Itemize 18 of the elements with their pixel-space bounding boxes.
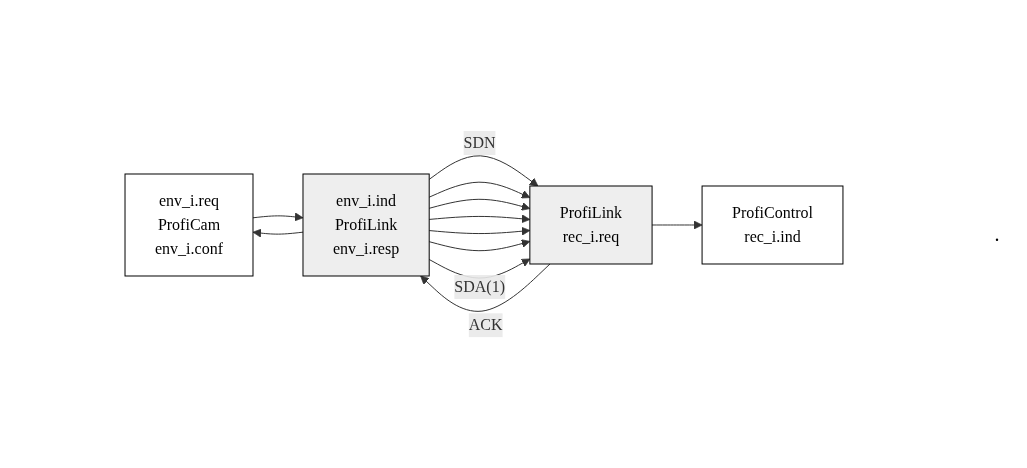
node-box: env_i.req ProfiCam env_i.conf	[124, 173, 253, 277]
note-text: .	[993, 222, 1001, 246]
arrow	[428, 239, 530, 252]
arrow	[419, 263, 550, 312]
edge-label: SDN	[463, 133, 496, 151]
node-box: ProfiLink rec_i.req	[528, 185, 653, 265]
edge-label: ACK	[468, 316, 502, 334]
node-box: env_i.ind ProfiLink env_i.resp	[302, 173, 430, 277]
arrow	[428, 198, 530, 211]
arrow	[428, 214, 530, 224]
arrow	[428, 155, 538, 187]
node-box: ProfiControl rec_i.ind	[701, 185, 843, 265]
edge-label: SDA(1)	[453, 277, 505, 295]
arrow	[252, 212, 303, 222]
arrow	[428, 181, 530, 199]
arrow	[428, 226, 530, 236]
arrow	[651, 220, 702, 230]
arrow	[252, 228, 303, 238]
